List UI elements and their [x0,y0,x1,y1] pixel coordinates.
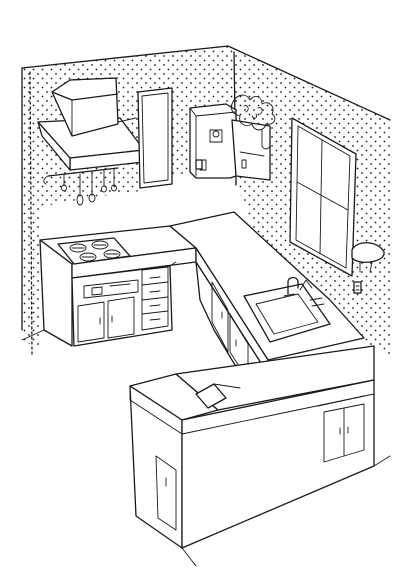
plant [230,94,276,150]
faucet [283,276,313,297]
wall-lamp [351,242,385,273]
sink [243,283,331,343]
utensil-rail [43,167,119,206]
wall-outlets [195,159,362,294]
left-base-cabinets [71,261,177,347]
left-wall [22,206,40,350]
microwave-box [51,77,119,137]
right-window [289,117,357,277]
stove-top [57,237,131,265]
peninsula [129,345,375,549]
open-cabinet-door [195,383,241,409]
floor-lines [21,329,391,567]
back-window [137,87,173,189]
